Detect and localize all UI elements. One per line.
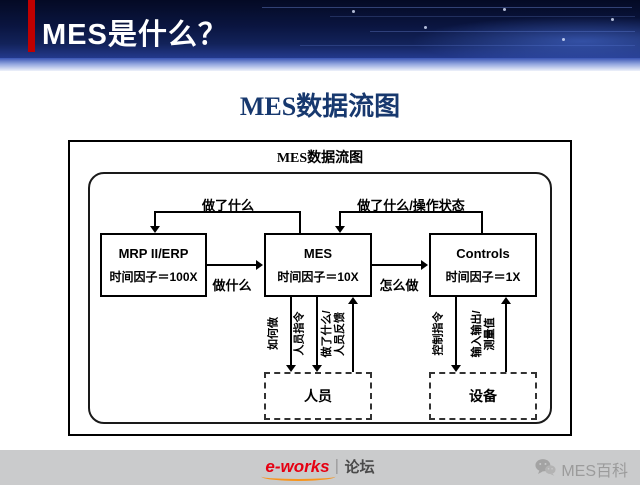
slide-title: MES数据流图 — [239, 92, 401, 121]
flow-line-mes-to-personnel — [316, 297, 318, 365]
feedback-line-controls-to-mes — [339, 211, 483, 213]
label-personnel-feedback: 做了什么/ 人员反馈 — [321, 310, 346, 358]
slide-header: MES是什么？ — [0, 0, 640, 58]
label-personnel-how: 如何做 — [267, 317, 280, 350]
circuit-dot — [562, 38, 565, 41]
feedback-line-mes-to-mrp — [154, 211, 156, 226]
forward-line-mrp-to-mes — [207, 264, 257, 266]
circuit-dot — [424, 26, 427, 29]
circuit-dot — [611, 18, 614, 21]
personnel-box: 人员 — [264, 372, 372, 420]
flow-line-personnel-to-mes — [352, 304, 354, 372]
label-mes-to-mrp: 做了什么 — [201, 198, 254, 213]
node-mrp-factor: 时间因子＝100X — [109, 269, 198, 284]
label-controls-to-mes: 做了什么/操作状态 — [357, 198, 465, 213]
diagram-title: MES数据流图 — [276, 151, 364, 166]
arrowhead-right-icon — [256, 260, 263, 270]
arrowhead-up-icon — [348, 297, 358, 304]
node-controls: Controls 时间因子＝1X — [429, 233, 537, 297]
red-accent-stripe — [28, 0, 35, 52]
node-controls-factor: 时间因子＝1X — [445, 269, 521, 284]
logo-divider — [336, 459, 338, 474]
circuit-trace — [262, 7, 632, 8]
label-mes-to-controls: 怎么做 — [379, 278, 419, 293]
equipment-box: 设备 — [429, 372, 537, 420]
node-controls-name: Controls — [456, 245, 510, 261]
label-mrp-to-mes: 做什么 — [212, 278, 252, 293]
forum-label: 论坛 — [344, 459, 375, 476]
wiki-watermark: MES百科 — [535, 457, 628, 481]
feedback-line-controls-to-mes — [339, 211, 341, 226]
label-personnel-orders: 人员指令 — [293, 311, 306, 356]
circuit-dot — [352, 10, 355, 13]
header-gradient-band — [0, 58, 640, 71]
wiki-label: MES百科 — [561, 463, 628, 480]
label-equipment-commands: 控制指令 — [432, 311, 445, 356]
arrowhead-down-icon — [335, 226, 345, 233]
forward-line-mes-to-controls — [372, 264, 422, 266]
eworks-logo: e-works 论坛 — [261, 456, 375, 481]
feedback-line-controls-to-mes — [481, 211, 483, 233]
header-glow — [410, 16, 640, 58]
eworks-logo-text: e-works — [261, 456, 336, 481]
arrowhead-down-icon — [286, 365, 296, 372]
node-mes: MES 时间因子＝10X — [264, 233, 372, 297]
feedback-line-mes-to-mrp — [154, 211, 301, 213]
page-title: MES是什么？ — [42, 19, 228, 51]
arrowhead-down-icon — [150, 226, 160, 233]
wechat-icon — [535, 458, 556, 481]
node-mes-name: MES — [303, 245, 333, 261]
arrowhead-right-icon — [421, 260, 428, 270]
label-equipment-io: 输入输出/ 测量值 — [471, 310, 496, 358]
flow-line-controls-to-equipment — [455, 297, 457, 365]
personnel-label: 人员 — [304, 388, 332, 404]
node-mrp-erp: MRP II/ERP 时间因子＝100X — [100, 233, 207, 297]
arrowhead-up-icon — [501, 297, 511, 304]
arrowhead-down-icon — [451, 365, 461, 372]
footer-bar: e-works 论坛 MES百科 — [0, 450, 640, 485]
equipment-label: 设备 — [469, 388, 497, 404]
circuit-dot — [503, 8, 506, 11]
node-mes-factor: 时间因子＝10X — [277, 269, 359, 284]
node-mrp-name: MRP II/ERP — [118, 245, 189, 261]
arrowhead-down-icon — [312, 365, 322, 372]
flow-line-mes-to-personnel — [290, 297, 292, 365]
diagram-rounded-frame — [88, 172, 552, 424]
flow-line-equipment-to-controls — [505, 304, 507, 372]
feedback-line-mes-to-mrp — [299, 211, 301, 233]
